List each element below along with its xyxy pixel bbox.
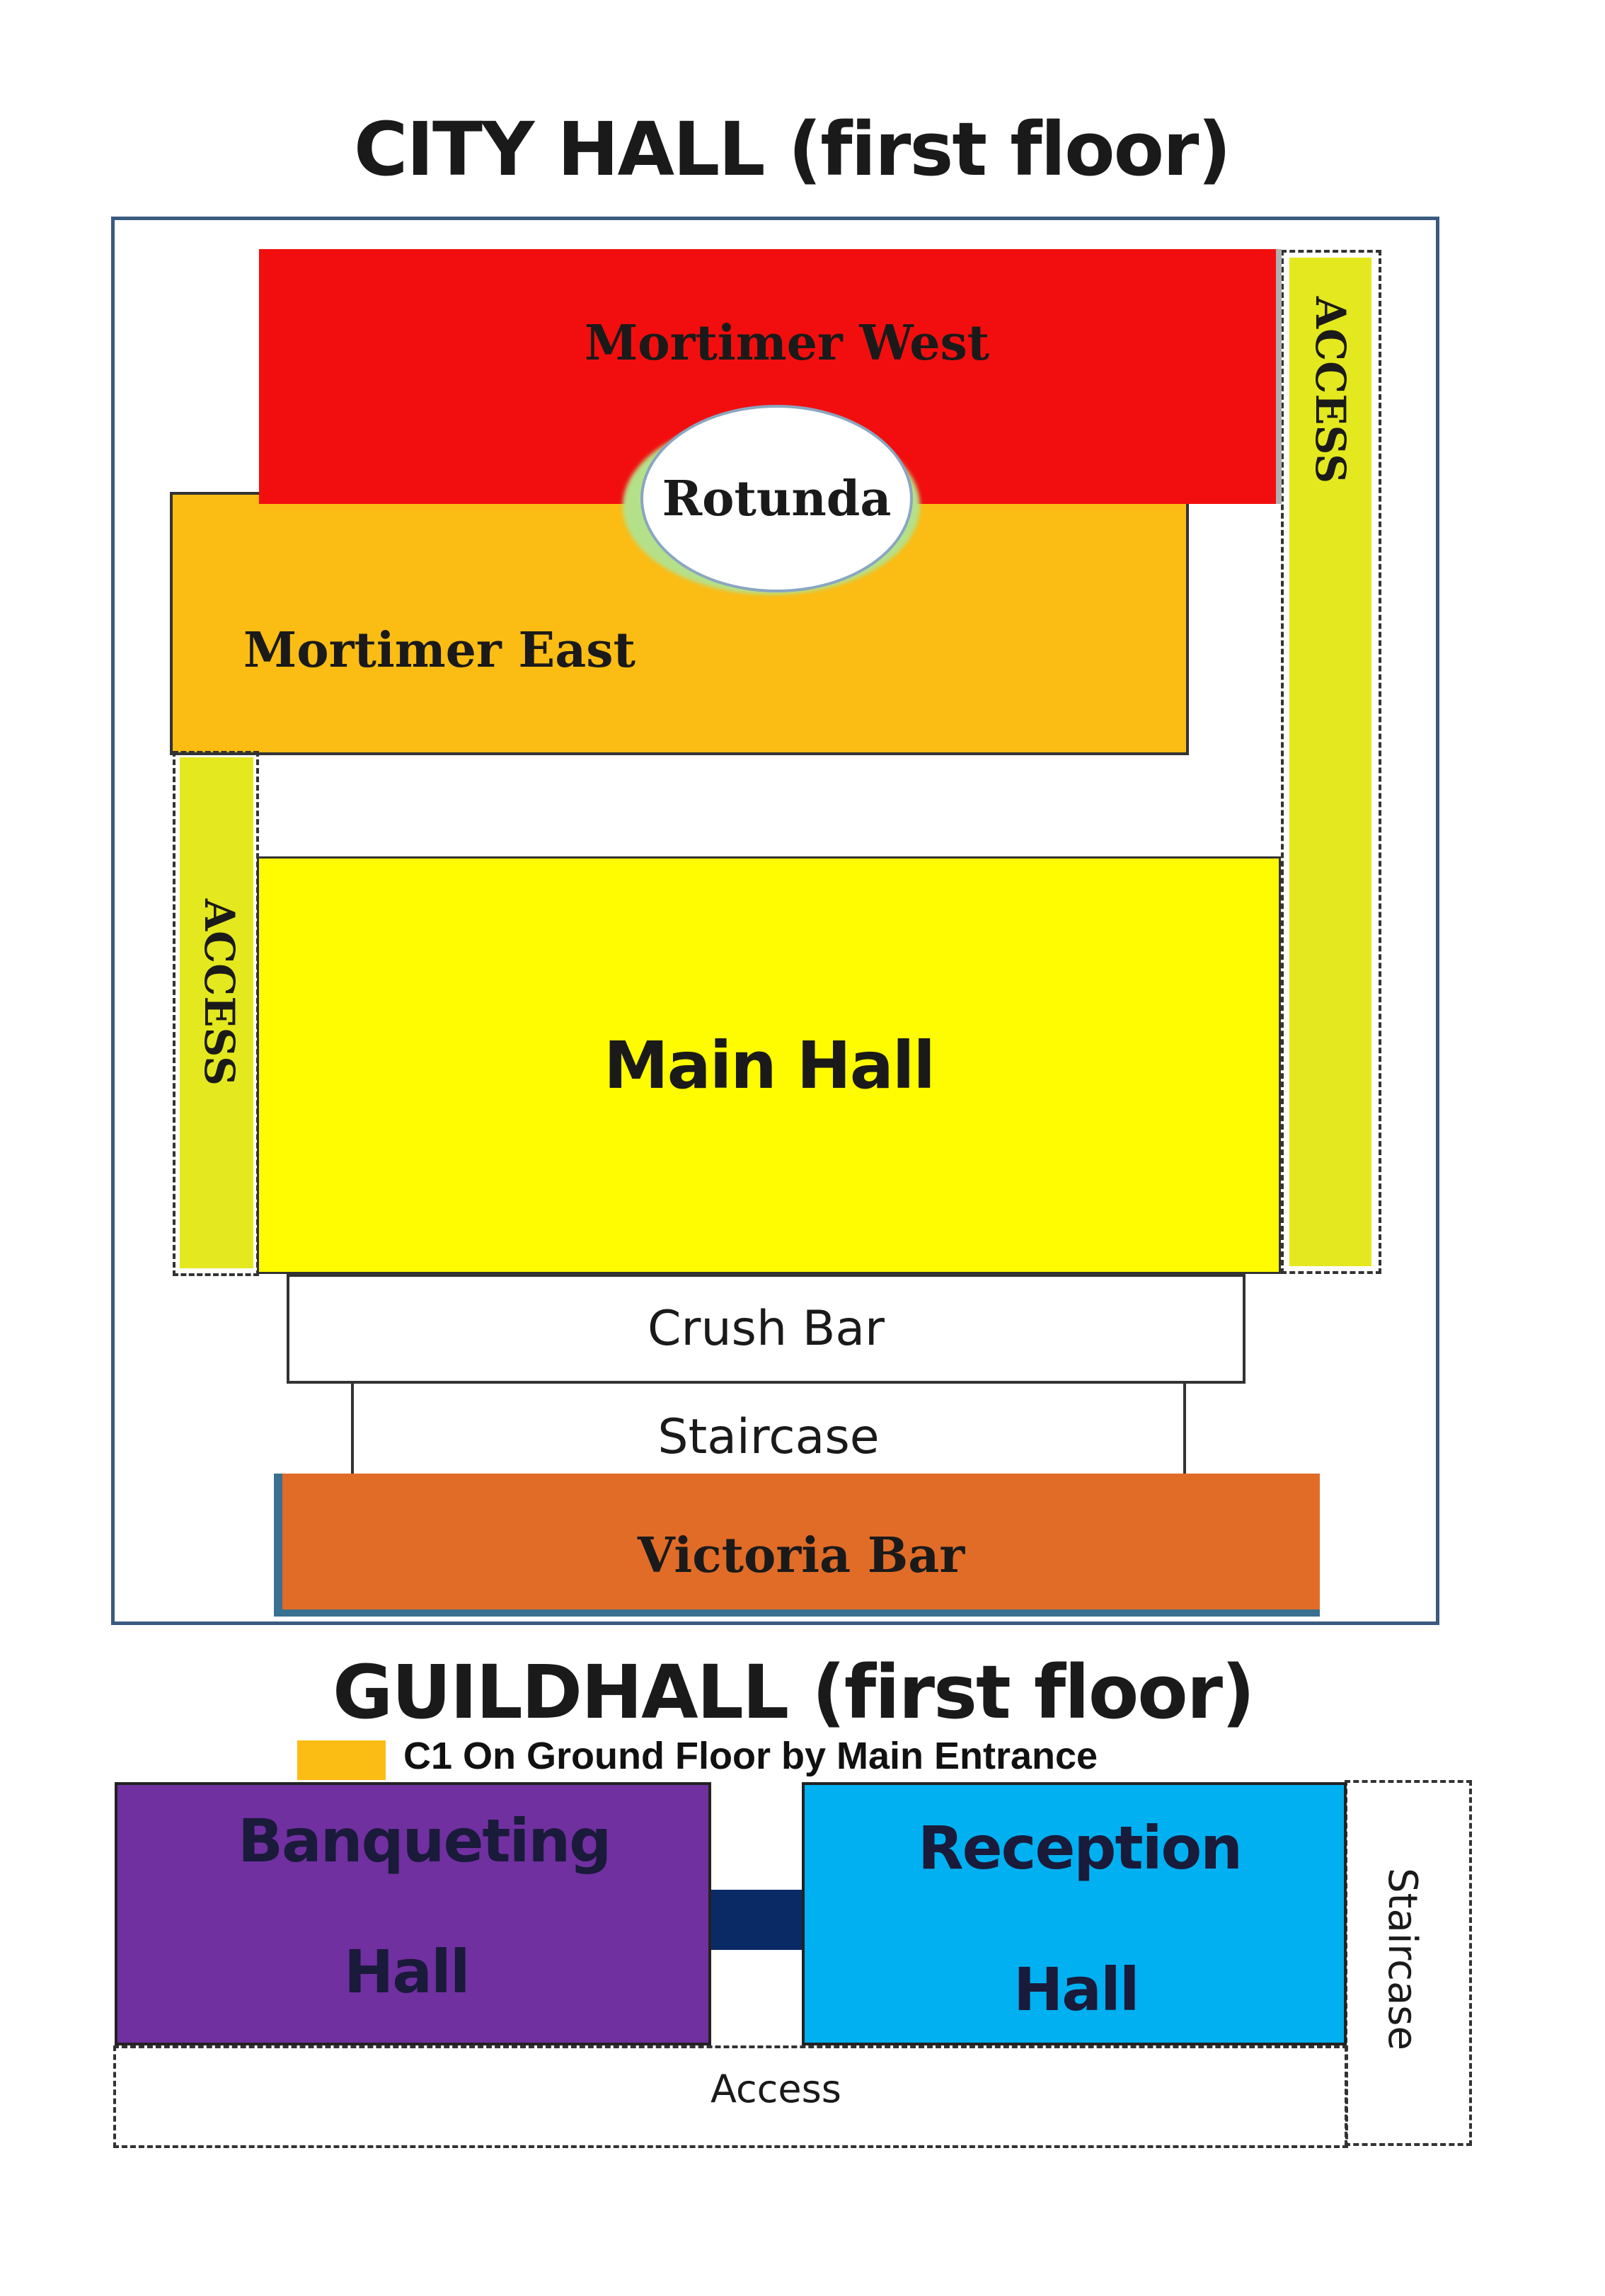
banqueting-hall-label-line2: Hall xyxy=(344,1937,471,2007)
legend-label: C1 On Ground Floor by Main Entrance xyxy=(403,1735,1098,1777)
banqueting-hall-label-line1: Banqueting xyxy=(238,1806,611,1876)
crush-bar-label: Crush Bar xyxy=(648,1301,885,1357)
right-access-corridor: ACCESS xyxy=(1289,258,1371,1266)
guildhall-title: GUILDHALL (first floor) xyxy=(333,1649,1255,1735)
victoria-bar-label: Victoria Bar xyxy=(637,1527,965,1584)
hall-connector xyxy=(711,1890,803,1950)
main-hall-room: Main Hall xyxy=(257,856,1281,1274)
crush-bar-room: Crush Bar xyxy=(287,1274,1246,1384)
staircase-room: Staircase xyxy=(351,1384,1186,1476)
right-access-outline xyxy=(1281,250,1381,1274)
right-access-label: ACCESS xyxy=(1306,297,1354,484)
legend-swatch xyxy=(297,1740,386,1780)
banqueting-hall-room: Banqueting Hall xyxy=(115,1782,711,2045)
reception-hall-room: Reception Hall xyxy=(802,1782,1347,2045)
reception-hall-label-line2: Hall xyxy=(1013,1955,1140,2024)
left-access-corridor: ACCESS xyxy=(180,757,253,1268)
city-hall-title: CITY HALL (first floor) xyxy=(354,106,1231,193)
left-access-label: ACCESS xyxy=(195,899,243,1086)
mortimer-west-label: Mortimer West xyxy=(585,315,990,372)
mortimer-east-label: Mortimer East xyxy=(243,622,635,679)
guildhall-staircase-label: Staircase xyxy=(1379,1868,1425,2050)
guildhall-staircase: Staircase xyxy=(1345,1780,1472,2146)
main-hall-label: Main Hall xyxy=(604,1027,936,1103)
staircase-label: Staircase xyxy=(657,1408,880,1465)
rotunda-room: Rotunda xyxy=(640,405,913,592)
reception-hall-label-line1: Reception xyxy=(918,1813,1243,1883)
guildhall-access-area: Access xyxy=(113,2045,1348,2148)
guildhall-access-top-line xyxy=(113,2045,1348,2048)
victoria-bar-room: Victoria Bar xyxy=(274,1474,1320,1617)
guildhall-access-label: Access xyxy=(711,2067,841,2111)
rotunda-label: Rotunda xyxy=(662,470,892,527)
city-hall-outline xyxy=(111,217,1439,1625)
